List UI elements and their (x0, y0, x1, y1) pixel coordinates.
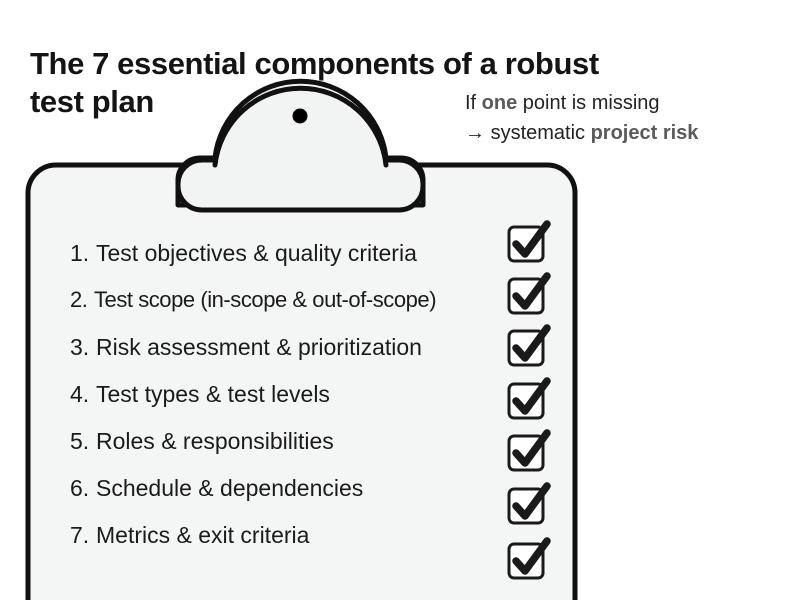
checkbox-item-5[interactable] (506, 429, 551, 473)
checklist-item-label: Metrics & exit criteria (96, 522, 310, 548)
check-icon (512, 272, 551, 310)
checklist-item-3[interactable]: 3.Risk assessment & prioritization (70, 332, 422, 362)
risk-line1-suffix: point is missing (517, 92, 660, 114)
checklist-item-6[interactable]: 6.Schedule & dependencies (70, 473, 363, 503)
checkbox-item-6[interactable] (506, 482, 551, 526)
check-icon (512, 220, 551, 258)
arrow-right-icon: → (465, 122, 491, 145)
checklist-item-7[interactable]: 7.Metrics & exit criteria (70, 520, 309, 550)
checklist-item-5[interactable]: 5.Roles & responsibilities (70, 426, 334, 456)
page-title: The 7 essential components of a robust t… (30, 45, 599, 119)
risk-line1-emphasis: one (481, 92, 518, 114)
risk-annotation-line-1: If one point is missing (465, 88, 795, 118)
checklist-item-number: 7. (70, 522, 90, 548)
checklist-item-number: 3. (70, 334, 90, 360)
check-icon (512, 482, 551, 520)
checkbox-item-1[interactable] (506, 220, 551, 264)
checklist-item-number: 4. (70, 381, 90, 407)
checklist-item-2[interactable]: 2.Test scope (in-scope & out-of-scope) (70, 285, 437, 315)
check-icon (512, 537, 551, 575)
checklist-item-number: 1. (70, 240, 90, 266)
checkbox-item-2[interactable] (506, 272, 551, 316)
checklist-item-label: Risk assessment & prioritization (96, 334, 422, 360)
checklist-item-4[interactable]: 4.Test types & test levels (70, 379, 330, 409)
checklist-item-1[interactable]: 1.Test objectives & quality criteria (70, 238, 417, 268)
checklist-item-label: Schedule & dependencies (96, 475, 364, 501)
risk-line1-prefix: If (465, 92, 482, 114)
checklist-item-label: Test scope (in-scope & out-of-scope) (94, 287, 437, 312)
risk-line2-prefix: systematic (490, 122, 591, 145)
checkbox-item-4[interactable] (506, 377, 551, 421)
check-icon (512, 377, 551, 415)
checklist-item-label: Test objectives & quality criteria (96, 240, 417, 266)
risk-annotation: If one point is missing → systematic pro… (465, 88, 795, 149)
checkbox-item-3[interactable] (506, 324, 551, 368)
check-icon (512, 324, 551, 362)
clip-bar (175, 157, 426, 213)
checkbox-item-7[interactable] (506, 537, 551, 581)
checklist-item-number: 6. (70, 475, 90, 501)
risk-annotation-line-2: → systematic project risk (465, 118, 795, 148)
checklist-item-number: 2. (70, 287, 88, 312)
checklist-item-label: Test types & test levels (96, 381, 330, 407)
risk-line2-emphasis: project risk (590, 122, 699, 145)
checklist-item-number: 5. (70, 428, 90, 454)
checklist-item-label: Roles & responsibilities (96, 428, 334, 454)
check-icon (512, 429, 551, 467)
clip-seam-mask (219, 158, 382, 170)
clip-seam (178, 168, 423, 182)
